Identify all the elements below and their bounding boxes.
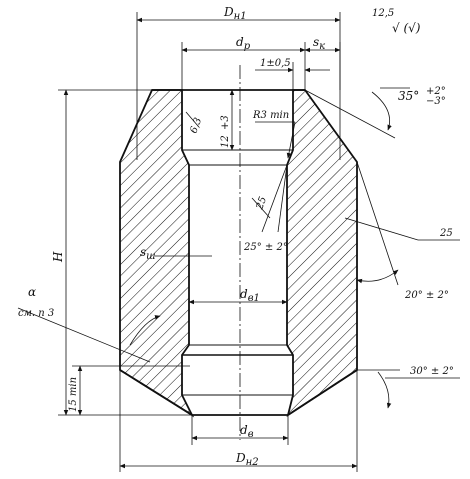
- dim-angle-35: [304, 87, 410, 139]
- label-12: 12: [220, 135, 231, 148]
- part-outline: [119, 89, 358, 416]
- dim-db: [191, 415, 289, 445]
- dim-chamfer-1: [255, 62, 330, 90]
- leader-alpha: [17, 307, 151, 363]
- roughness-symbol: √ (√): [392, 21, 421, 35]
- label-angle-35-up: +2°: [426, 86, 446, 97]
- dim-angle-30: [357, 369, 460, 409]
- label-alpha-note: см. п 3: [18, 308, 54, 319]
- label-sw: sш: [140, 245, 156, 262]
- label-dh2: Dн2: [235, 451, 259, 468]
- label-dh1: Dн1: [223, 5, 247, 22]
- label-angle-20: 20° ± 2°: [404, 290, 449, 301]
- label-height: H: [51, 251, 65, 263]
- label-tol-1: 1±0,5: [260, 58, 291, 69]
- leader-r3-diag: [286, 121, 296, 159]
- label-sk: sк: [313, 35, 325, 52]
- label-angle-30: 30° ± 2°: [410, 366, 454, 377]
- label-db1: dв1: [240, 287, 260, 304]
- dim-angle-20: [356, 161, 399, 286]
- label-rough-25a: 25: [254, 195, 269, 212]
- dim-15min: [72, 365, 190, 416]
- label-angle-35-dn: −3°: [426, 96, 446, 107]
- dim-angle-25: [251, 164, 288, 233]
- label-dp: dp: [236, 35, 251, 52]
- dim-dp-sk: [181, 42, 341, 90]
- rough-63-line: [185, 111, 199, 127]
- label-r3min: R3 min: [252, 110, 289, 121]
- label-12-tol: +3: [220, 115, 231, 130]
- label-alpha: α: [28, 285, 36, 299]
- label-15min: 15 min: [68, 377, 79, 412]
- label-63: 6,3: [188, 116, 204, 135]
- label-db: dв: [240, 423, 254, 440]
- label-angle-35: 35°: [398, 89, 419, 103]
- arc-alpha: [129, 315, 161, 346]
- label-rough-25b: 25: [439, 228, 453, 239]
- label-angle-25: 25° ± 2°: [243, 242, 288, 253]
- label-roughness-value: 12,5: [372, 8, 394, 19]
- leader-rough-25b: [344, 217, 419, 241]
- right-wall-section: [286, 89, 358, 418]
- dim-dh2: [119, 370, 358, 472]
